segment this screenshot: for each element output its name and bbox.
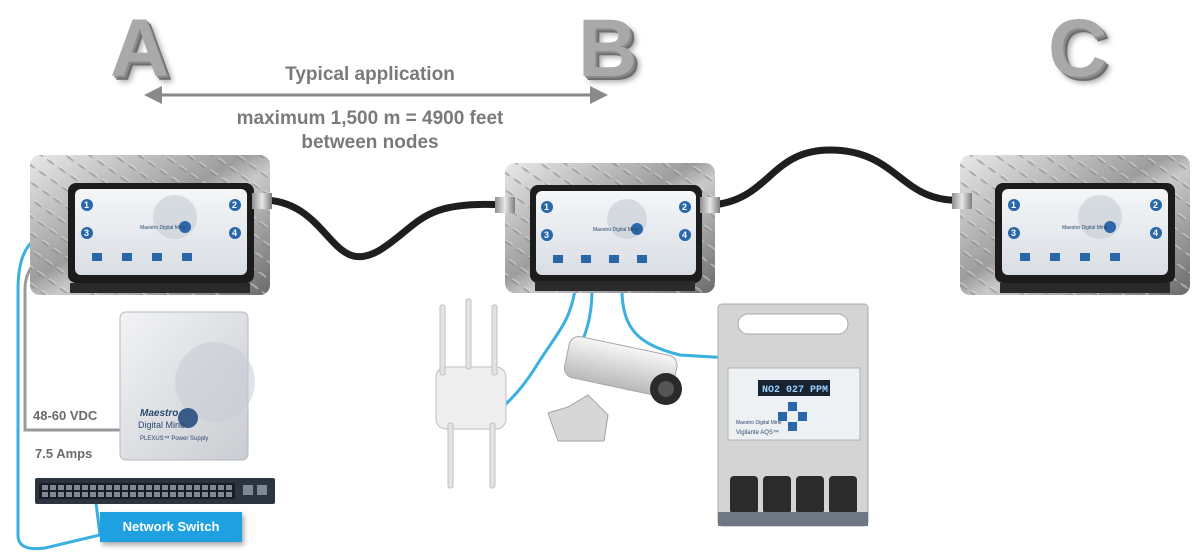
switch-port bbox=[42, 492, 48, 497]
voltage-label: 48-60 VDC bbox=[33, 408, 98, 423]
switch-port bbox=[162, 485, 168, 490]
svg-text:4: 4 bbox=[682, 230, 687, 240]
power-supply: Maestro Digital Mine PLEXUS™ Power Suppl… bbox=[119, 311, 255, 461]
svg-text:1: 1 bbox=[1011, 200, 1016, 210]
switch-port bbox=[58, 492, 64, 497]
switch-port bbox=[90, 492, 96, 497]
svg-text:NO2 027 PPM: NO2 027 PPM bbox=[762, 385, 828, 396]
ethernet-cable-monitor bbox=[620, 289, 731, 360]
switch-port bbox=[170, 492, 176, 497]
switch-port bbox=[106, 492, 112, 497]
svg-text:3: 3 bbox=[84, 228, 89, 238]
svg-text:Maestro Digital Mine: Maestro Digital Mine bbox=[736, 420, 782, 426]
network-switch bbox=[35, 478, 275, 504]
switch-port bbox=[218, 485, 224, 490]
switch-port bbox=[170, 485, 176, 490]
caption-between-nodes: between nodes bbox=[301, 132, 439, 153]
switch-port bbox=[178, 485, 184, 490]
svg-text:3: 3 bbox=[1011, 228, 1016, 238]
switch-port bbox=[186, 492, 192, 497]
switch-port bbox=[82, 485, 88, 490]
switch-port bbox=[42, 485, 48, 490]
switch-port bbox=[226, 485, 232, 490]
enclosure-node-a: 1 2 3 4 Maestro Digital Mine bbox=[30, 155, 272, 295]
caption-distance: maximum 1,500 m = 4900 feet bbox=[236, 108, 504, 129]
switch-port bbox=[138, 485, 144, 490]
wireless-access-point bbox=[435, 298, 507, 489]
svg-text:3: 3 bbox=[544, 230, 549, 240]
svg-text:2: 2 bbox=[232, 200, 237, 210]
svg-text:Digital Mine: Digital Mine bbox=[138, 420, 185, 430]
switch-port bbox=[106, 485, 112, 490]
switch-port bbox=[130, 492, 136, 497]
switch-port bbox=[130, 485, 136, 490]
switch-port bbox=[82, 492, 88, 497]
switch-port bbox=[58, 485, 64, 490]
svg-text:4: 4 bbox=[1153, 228, 1158, 238]
node-label-c: C bbox=[1048, 3, 1108, 94]
switch-port bbox=[194, 492, 200, 497]
switch-port bbox=[50, 485, 56, 490]
switch-port bbox=[138, 492, 144, 497]
switch-port bbox=[178, 492, 184, 497]
switch-port bbox=[146, 485, 152, 490]
switch-port bbox=[210, 492, 216, 497]
switch-port bbox=[202, 492, 208, 497]
distance-arrow bbox=[144, 86, 608, 104]
switch-port bbox=[74, 492, 80, 497]
node-label-a: A bbox=[110, 3, 170, 94]
svg-text:Maestro: Maestro bbox=[140, 408, 178, 419]
switch-port bbox=[122, 485, 128, 490]
switch-port bbox=[194, 485, 200, 490]
switch-port bbox=[114, 492, 120, 497]
switch-port bbox=[66, 492, 72, 497]
switch-port bbox=[186, 485, 192, 490]
svg-text:PLEXUS™ Power Supply: PLEXUS™ Power Supply bbox=[140, 435, 208, 442]
switch-port bbox=[218, 492, 224, 497]
switch-port bbox=[74, 485, 80, 490]
network-switch-label: Network Switch bbox=[100, 512, 242, 542]
switch-port bbox=[162, 492, 168, 497]
switch-port bbox=[98, 485, 104, 490]
svg-text:1: 1 bbox=[84, 200, 89, 210]
svg-text:2: 2 bbox=[682, 202, 687, 212]
trunk-cable-b-c bbox=[708, 146, 969, 209]
ethernet-cable-access-point bbox=[503, 289, 577, 407]
switch-port bbox=[122, 492, 128, 497]
switch-port bbox=[154, 485, 160, 490]
trunk-cable-a-b bbox=[258, 196, 509, 261]
node-label-b: B bbox=[578, 3, 638, 94]
switch-port bbox=[90, 485, 96, 490]
switch-port bbox=[66, 485, 72, 490]
svg-text:2: 2 bbox=[1153, 200, 1158, 210]
switch-port bbox=[98, 492, 104, 497]
caption-title: Typical application bbox=[285, 64, 455, 85]
svg-text:1: 1 bbox=[544, 202, 549, 212]
switch-port bbox=[154, 492, 160, 497]
svg-text:Maestro Digital Mine: Maestro Digital Mine bbox=[593, 227, 639, 233]
security-camera bbox=[547, 335, 682, 442]
svg-text:Maestro Digital Mine: Maestro Digital Mine bbox=[140, 225, 186, 231]
switch-port bbox=[50, 492, 56, 497]
switch-port bbox=[202, 485, 208, 490]
svg-text:4: 4 bbox=[232, 228, 237, 238]
switch-port bbox=[114, 485, 120, 490]
enclosure-node-b: 1 2 3 4 Maestro Digital Mine bbox=[495, 163, 720, 293]
current-label: 7.5 Amps bbox=[35, 446, 93, 461]
switch-port bbox=[210, 485, 216, 490]
svg-text:Vigilante AQS™: Vigilante AQS™ bbox=[736, 429, 779, 436]
enclosure-node-c: 1 2 3 4 Maestro Digital Mine bbox=[952, 155, 1190, 295]
switch-port bbox=[146, 492, 152, 497]
gas-monitor: NO2 027 PPM Maestro Digital Mine Vigilan… bbox=[717, 303, 869, 527]
svg-text:Maestro Digital Mine: Maestro Digital Mine bbox=[1062, 225, 1108, 231]
switch-port bbox=[226, 492, 232, 497]
